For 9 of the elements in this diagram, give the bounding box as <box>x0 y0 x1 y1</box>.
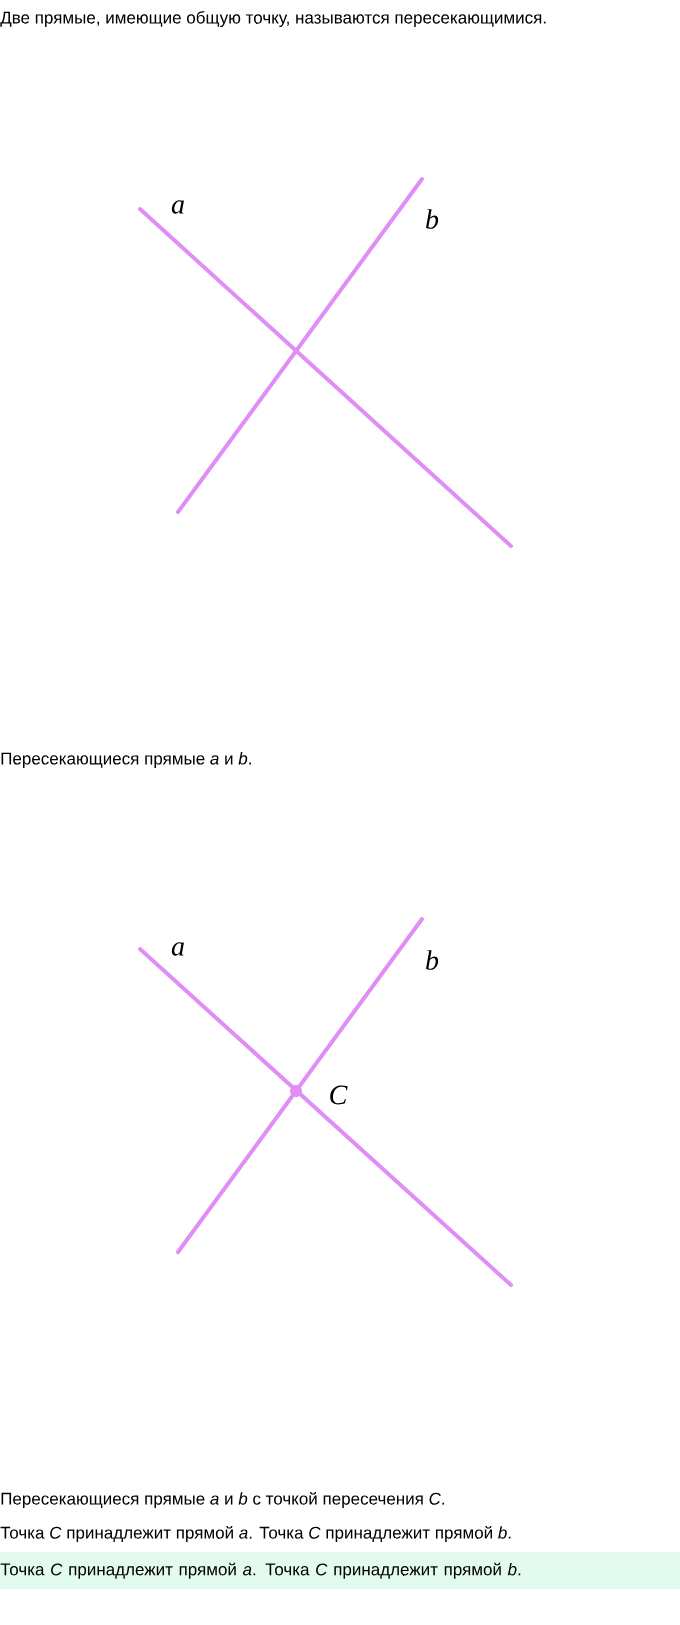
line-label: a <box>171 942 184 956</box>
highlight-box: Точка C принадлежит прямой a. Точка C принадлежит прямой b. <box>0 1552 680 1590</box>
line-label: b <box>426 209 439 229</box>
text-line: Пересекающиеся прямые a и b. <box>1 752 251 768</box>
line-label: C <box>330 1085 348 1105</box>
line-label: a <box>171 200 184 214</box>
line-label: b <box>426 950 439 970</box>
text-line: Две прямые, имеющие общую точку, называются пересекающимися. <box>0 11 546 27</box>
text-line: Пересекающиеся прямые a и b с точкой пересечения C. <box>1 1491 445 1509</box>
